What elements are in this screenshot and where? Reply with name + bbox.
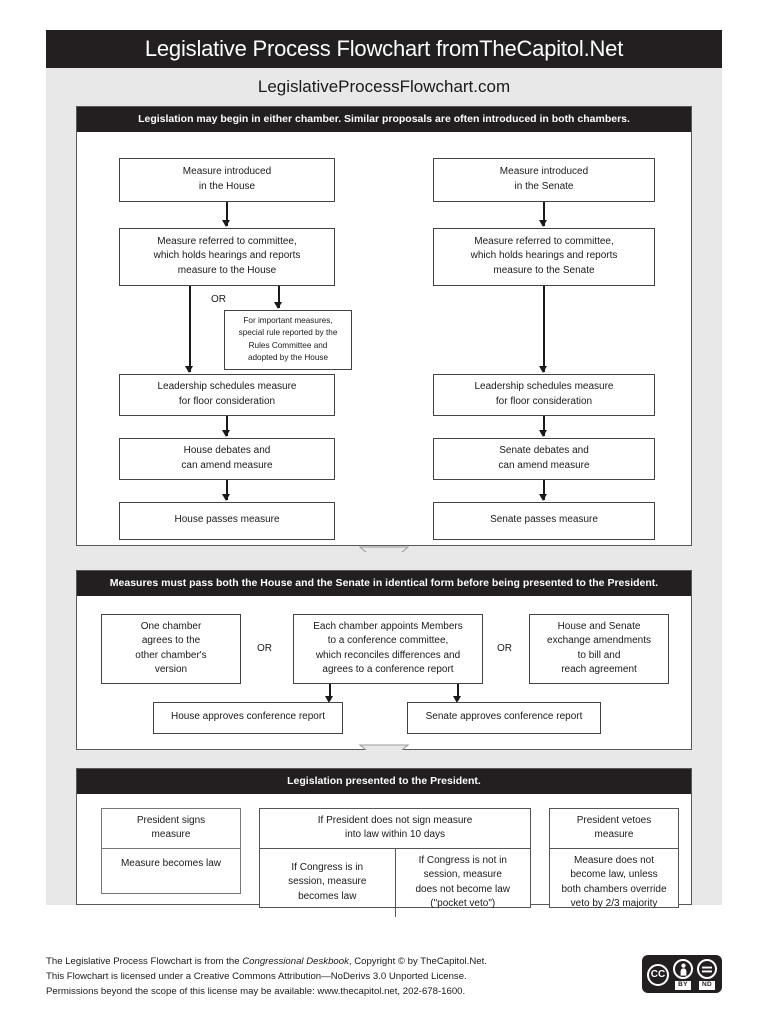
footer-line-3: Permissions beyond the scope of this lic… [46,985,466,997]
connector-senate-3 [543,479,545,500]
section-introduction-wrap: Legislation may begin in either chamber.… [46,106,722,568]
section-reconciliation-wrap: Measures must pass both the House and th… [46,552,722,766]
cc-icon: CC [647,963,669,986]
footer-line-2: This Flowchart is licensed under a Creat… [46,970,467,982]
connector-house-approve [329,683,331,700]
arrowhead-house-2 [222,429,230,437]
footer-line-1-pre: The Legislative Process Flowchart is fro… [46,956,243,967]
box-measure-becomes-law: Measure becomes law [120,857,222,869]
section-reconciliation-header: Measures must pass both the House and th… [77,571,691,596]
arrowhead-house-approve [325,695,333,703]
section-president: Legislation presented to the President. … [76,768,692,917]
flowchart-page: Legislative Process Flowchart fromTheCap… [46,30,722,994]
box-committee-senate: Measure referred to committee,which hold… [433,227,655,286]
connector-house-3 [226,479,228,500]
box-senate-approves-conference-report: Senate approves conference report [407,701,601,734]
box-house-approves-conference-report: House approves conference report [153,701,343,734]
box-president-signs-bottom-row: Measure becomes law [102,849,240,893]
page-subtitle: LegislativeProcessFlowchart.com [46,68,722,106]
cc-nd-tag: ND [699,980,715,990]
connector-house-main [189,285,191,372]
section-introduction-header: Legislation may begin in either chamber.… [77,107,691,132]
box-committee-house: Measure referred to committee,which hold… [119,227,335,286]
or-label-right: OR [497,642,512,654]
creative-commons-badge[interactable]: CC BY ND [642,955,722,993]
footer-license-text: The Legislative Process Flowchart is fro… [46,955,487,1000]
box-passes-house: House passes measure [119,501,335,540]
arrowhead-senate-1 [539,219,547,227]
cc-nd-group: ND [697,959,717,990]
connector-house-rule [278,285,280,308]
person-icon [673,959,693,979]
cc-by-group: BY [673,959,693,990]
arrowhead-senate-3 [539,493,547,501]
equals-glyph [702,966,712,972]
box-special-rule: For important measures,special rule repo… [224,309,352,370]
page-title: Legislative Process Flowchart fromTheCap… [46,30,722,68]
section-introduction: Legislation may begin in either chamber.… [76,106,692,546]
footer-line-1: The Legislative Process Flowchart is fro… [46,955,487,970]
connector-house-2 [226,415,228,436]
or-label-left: OR [257,642,272,654]
person-glyph [680,963,686,976]
arrowhead-house-1 [222,219,230,227]
section-president-header: Legislation presented to the President. [77,769,691,794]
or-label-house: OR [211,293,226,305]
section-reconciliation: Measures must pass both the House and th… [76,570,692,750]
arrowhead-senate-approve [453,695,461,703]
connector-house-1 [226,201,228,226]
footer-book-title: Congressional Deskbook [242,956,349,967]
connector-senate-2 [543,415,545,436]
footer: The Legislative Process Flowchart is fro… [46,955,722,1000]
connector-senate-1 [543,201,545,226]
arrowhead-house-3 [222,493,230,501]
equals-icon [697,959,717,979]
connector-senate-approve [457,683,459,700]
footer-line-1-post: , Copyright © by TheCapitol.Net. [348,956,487,967]
cc-by-tag: BY [675,980,691,990]
section-president-wrap: Legislation presented to the President. … [46,750,722,917]
arrowhead-senate-2 [539,429,547,437]
connector-senate-main [543,285,545,372]
arrowhead-house-rule [274,301,282,309]
arrowhead-senate-main [539,365,547,373]
box-passes-senate: Senate passes measure [433,501,655,540]
arrowhead-house-main [185,365,193,373]
